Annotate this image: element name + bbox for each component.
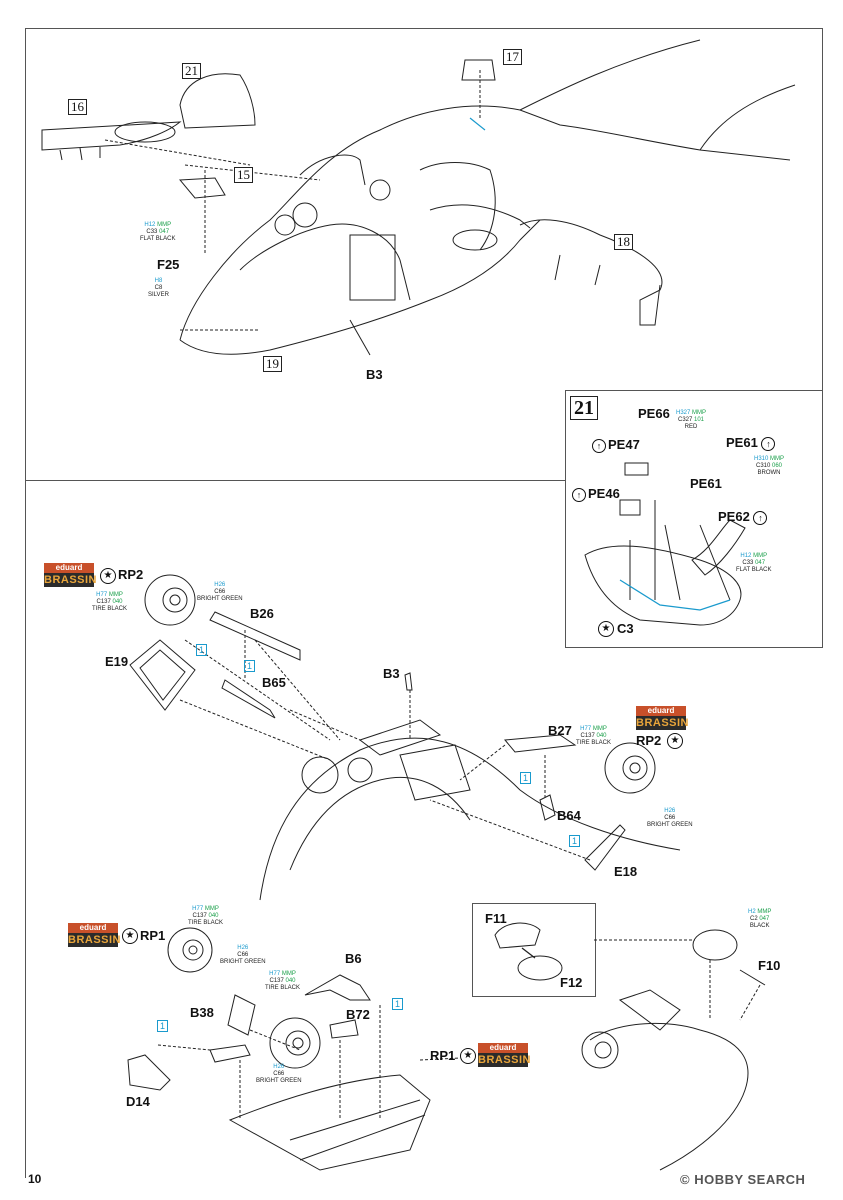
part-F12: F12 — [560, 975, 583, 990]
part-RP2-left: RP2 — [118, 567, 144, 582]
part-PE61-a: PE61 ↑ — [726, 435, 777, 451]
part-B65: B65 — [262, 675, 286, 690]
part-B27: B27 — [548, 723, 572, 738]
arrow-up-icon: ↑ — [592, 438, 606, 453]
part-PE61-b: PE61 — [690, 476, 722, 491]
ref-box: 1 — [392, 998, 403, 1010]
part-PE46: ↑PE46 — [572, 486, 620, 502]
part-D14: D14 — [126, 1094, 150, 1109]
paint-callout: H2 MMP C2 047 BLACK — [748, 909, 772, 929]
paint-callout: H310 MMP C310 060 BROWN — [754, 456, 785, 476]
paint-callout: H8 C8 SILVER — [148, 278, 169, 298]
step-21-inset: 21 — [570, 396, 598, 420]
blue-highlight — [619, 579, 731, 611]
step-16: 16 — [68, 99, 87, 115]
inset-canopy — [584, 545, 742, 626]
part-E19: E19 — [105, 654, 129, 669]
step-15: 15 — [234, 167, 253, 183]
part-B6: B6 — [345, 951, 362, 966]
arrow-up-icon: ↑ — [572, 487, 586, 502]
part-C3: C3 — [617, 621, 634, 636]
part-PE62: PE62 ↑ — [718, 509, 769, 525]
fuselage-outline — [179, 39, 796, 341]
mid-fuselage-outline — [259, 737, 681, 901]
arrow-up-icon: ↑ — [761, 436, 776, 451]
paint-callout: H77 MMP C137 040 TIRE BLACK — [265, 971, 301, 991]
paint-callout: H26 C66 BRIGHT GREEN — [220, 945, 266, 965]
ref-box: 1 — [520, 772, 531, 784]
ref-box: 1 — [157, 1020, 168, 1032]
page-number: 10 — [28, 1172, 42, 1186]
paint-callout: H12 MMP C33 047 FLAT BLACK — [736, 553, 772, 573]
watermark: © HOBBY SEARCH — [680, 1172, 806, 1187]
star-icon: ★ — [667, 733, 683, 749]
ref-box: 1 — [569, 835, 580, 847]
paint-callout: H77 MMP C137 040 TIRE BLACK — [92, 592, 128, 612]
star-icon: ★ — [598, 621, 614, 637]
paint-callout: H26 C66 BRIGHT GREEN — [256, 1064, 302, 1084]
fuselage-belly — [179, 219, 541, 355]
ref-box: 1 — [244, 660, 255, 672]
paint-callout: H77 MMP C137 040 TIRE BLACK — [188, 906, 224, 926]
star-icon: ★ — [122, 928, 138, 944]
part-F10: F10 — [758, 958, 781, 973]
inset-nose-frame — [472, 903, 596, 997]
step-17: 17 — [503, 49, 522, 65]
part-B72: B72 — [346, 1007, 370, 1022]
part-PE47: ↑PE47 — [592, 437, 640, 453]
part-RP1-left: RP1 — [140, 928, 166, 943]
inset-21-frame — [565, 390, 823, 648]
part-E18: E18 — [614, 864, 638, 879]
part-B38: B38 — [190, 1005, 214, 1020]
part-RP2-right: RP2 — [636, 733, 662, 748]
part-B3-mid: B3 — [383, 666, 400, 681]
part-RP1-right: RP1 — [430, 1048, 456, 1063]
part-PE66: PE66 — [638, 406, 670, 421]
part-B26: B26 — [250, 606, 274, 621]
step-19: 19 — [263, 356, 282, 372]
arrow-up-icon: ↑ — [753, 510, 768, 525]
step-21: 21 — [182, 63, 201, 79]
paint-callout: H26 C66 BRIGHT GREEN — [647, 808, 693, 828]
part-B3-top: B3 — [366, 367, 383, 382]
paint-callout: H327 MMP C327 101 RED — [676, 410, 707, 430]
paint-callout: H12 MMP C33 047 FLAT BLACK — [140, 222, 176, 242]
part-B64: B64 — [557, 808, 581, 823]
left-border-line — [25, 28, 26, 1178]
ref-box: 1 — [196, 644, 207, 656]
star-icon: ★ — [100, 568, 116, 584]
part-F11: F11 — [485, 911, 507, 926]
section-divider — [25, 480, 565, 481]
paint-callout: H77 MMP C137 040 TIRE BLACK — [576, 726, 612, 746]
star-icon: ★ — [460, 1048, 476, 1064]
paint-callout: H26 C66 BRIGHT GREEN — [197, 582, 243, 602]
step-18: 18 — [614, 234, 633, 250]
part-F25: F25 — [157, 257, 180, 272]
